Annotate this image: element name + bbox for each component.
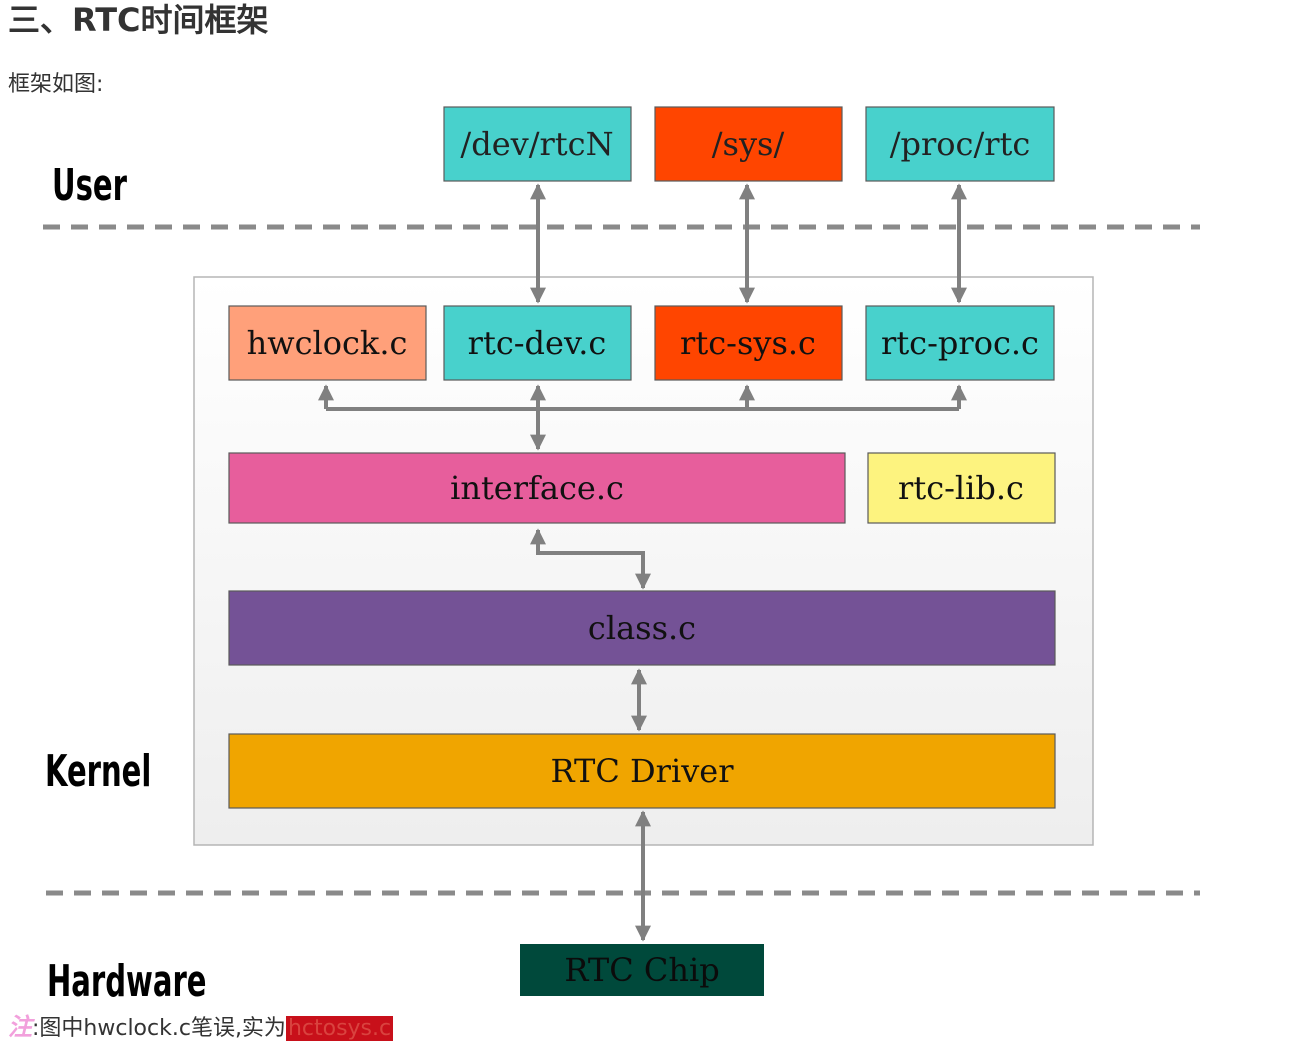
node-rtc-driver: RTC Driver: [228, 733, 1056, 809]
layer-label-user: User: [52, 160, 127, 211]
node-proc-rtc-label: /proc/rtc: [890, 125, 1031, 163]
node-rtc-lib: rtc-lib.c: [867, 452, 1056, 524]
node-rtc-proc-label: rtc-proc.c: [881, 324, 1039, 362]
node-proc-rtc: /proc/rtc: [865, 106, 1055, 182]
node-hwclock: hwclock.c: [228, 305, 427, 381]
node-sys-label: /sys/: [712, 125, 785, 163]
node-rtc-driver-label: RTC Driver: [550, 752, 734, 790]
node-interface-label: interface.c: [450, 469, 624, 507]
note-mark: 注: [8, 1013, 32, 1041]
node-rtc-lib-label: rtc-lib.c: [898, 469, 1024, 507]
node-rtc-sys-label: rtc-sys.c: [680, 324, 816, 362]
node-rtc-dev-label: rtc-dev.c: [468, 324, 607, 362]
node-rtc-dev: rtc-dev.c: [443, 305, 632, 381]
section-heading: 三、RTC时间框架: [8, 1, 269, 39]
node-interface: interface.c: [228, 452, 846, 524]
note-highlight: hctosys.c: [285, 1016, 394, 1041]
node-class: class.c: [228, 590, 1056, 666]
intro-text: 框架如图:: [8, 72, 104, 97]
node-rtc-sys: rtc-sys.c: [654, 305, 843, 381]
node-sys: /sys/: [654, 106, 843, 182]
node-rtc-proc: rtc-proc.c: [865, 305, 1055, 381]
node-dev-rtcn-label: /dev/rtcN: [460, 125, 613, 163]
footnote: 注:图中hwclock.c笔误,实为hctosys.c: [8, 1011, 394, 1043]
node-rtc-chip-label: RTC Chip: [564, 951, 719, 989]
arrow-interface-class: [530, 528, 651, 590]
layer-label-hardware: Hardware: [47, 956, 206, 1007]
node-hwclock-label: hwclock.c: [247, 324, 408, 362]
note-text: :图中hwclock.c笔误,实为: [32, 1016, 286, 1041]
node-rtc-chip: RTC Chip: [520, 944, 764, 996]
node-class-label: class.c: [588, 609, 696, 647]
layer-label-kernel: Kernel: [45, 746, 151, 797]
node-dev-rtcn: /dev/rtcN: [443, 106, 632, 182]
